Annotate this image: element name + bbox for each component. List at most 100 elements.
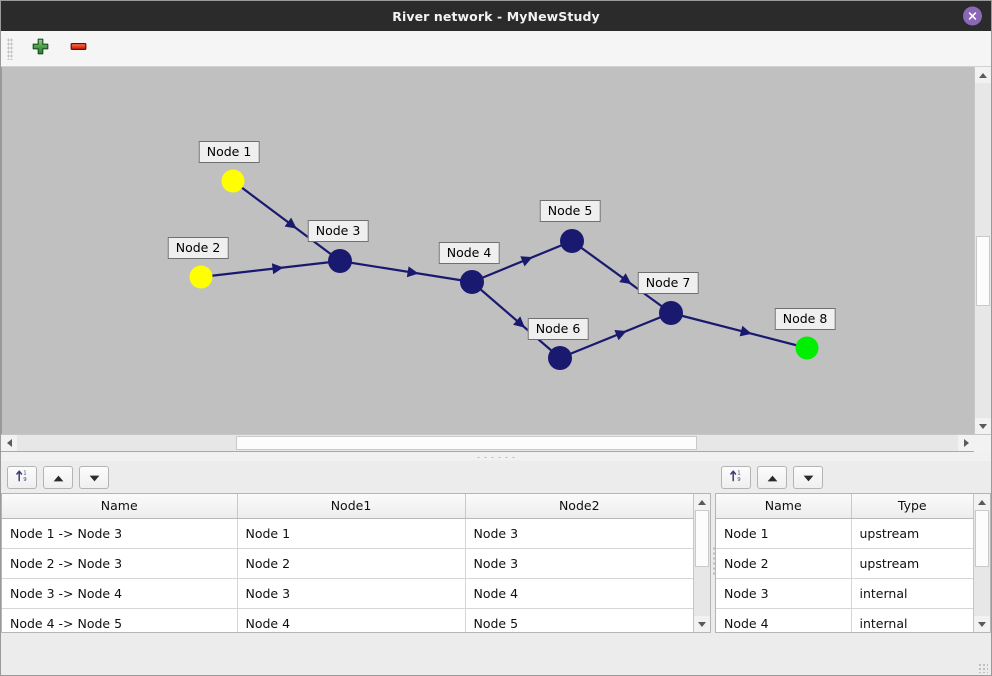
graph-vscroll-track[interactable]: [975, 83, 991, 418]
graph-node-label-node1[interactable]: Node 1: [198, 141, 260, 163]
page-title: River network - MyNewStudy: [392, 8, 600, 24]
graph-node-node6[interactable]: [548, 346, 572, 370]
graph-node-node2[interactable]: [189, 265, 213, 289]
graph-vertical-scrollbar[interactable]: [974, 67, 991, 434]
remove-node-icon: [70, 38, 87, 59]
column-header-name[interactable]: Name: [716, 494, 852, 519]
branches-vertical-scrollbar[interactable]: [693, 494, 710, 632]
nodes-sort-button[interactable]: 1 9: [721, 465, 751, 489]
sort-icon: 1 9: [729, 468, 744, 487]
scroll-down-icon[interactable]: [975, 418, 991, 434]
graph-node-node4[interactable]: [460, 270, 484, 294]
graph-node-label-node7[interactable]: Node 7: [637, 272, 699, 294]
add-node-button[interactable]: [27, 36, 53, 62]
branches-move-down-button[interactable]: [79, 465, 109, 489]
svg-text:1: 1: [737, 470, 740, 476]
graph-horizontal-scrollbar[interactable]: [1, 434, 991, 452]
table-cell[interactable]: Node 3 -> Node 4: [2, 578, 238, 609]
remove-node-button[interactable]: [65, 36, 91, 62]
table-cell[interactable]: Node 3: [465, 518, 693, 549]
nodes-scroll-up-icon[interactable]: [974, 494, 990, 510]
nodes-vscroll-track[interactable]: [974, 510, 990, 616]
graph-node-label-node3[interactable]: Node 3: [307, 220, 369, 242]
graph-node-label-node5[interactable]: Node 5: [539, 200, 601, 222]
nodes-move-up-button[interactable]: [757, 465, 787, 489]
branches-scroll-up-icon[interactable]: [694, 494, 710, 510]
move-down-icon: [88, 468, 101, 487]
branches-vscroll-thumb[interactable]: [695, 510, 709, 567]
scroll-left-icon[interactable]: [1, 435, 17, 451]
graph-node-label-node6[interactable]: Node 6: [527, 318, 589, 340]
graph-node-node7[interactable]: [659, 301, 683, 325]
graph-node-node1[interactable]: [221, 169, 245, 193]
table-cell[interactable]: Node 4: [237, 608, 466, 632]
graph-node-node3[interactable]: [328, 249, 352, 273]
table-cell[interactable]: internal: [851, 608, 973, 632]
table-cell[interactable]: internal: [851, 578, 973, 609]
scroll-up-icon[interactable]: [975, 67, 991, 83]
graph-node-node8[interactable]: [795, 336, 819, 360]
graph-hscroll-track[interactable]: [17, 435, 958, 451]
graph-node-label-node2[interactable]: Node 2: [167, 237, 229, 259]
column-header-name[interactable]: Name: [2, 494, 238, 519]
title-bar: River network - MyNewStudy: [1, 1, 991, 31]
graph-edge: [559, 311, 672, 360]
table-cell[interactable]: Node 1: [716, 518, 852, 549]
table-cell[interactable]: Node 4: [465, 578, 693, 609]
graph-hscroll-thumb[interactable]: [236, 436, 697, 450]
window-resize-grip[interactable]: [978, 663, 988, 673]
table-cell[interactable]: Node 1: [237, 518, 466, 549]
table-cell[interactable]: Node 3: [237, 578, 466, 609]
scroll-corner: [974, 435, 991, 452]
table-cell[interactable]: upstream: [851, 548, 973, 579]
vertical-splitter[interactable]: [711, 461, 715, 661]
column-header-node2[interactable]: Node2: [465, 494, 693, 519]
nodes-pane-footer: [715, 633, 991, 661]
nodes-move-down-button[interactable]: [793, 465, 823, 489]
graph-edge-arrow-icon: [513, 316, 525, 328]
graph-node-label-node8[interactable]: Node 8: [774, 308, 836, 330]
horizontal-splitter[interactable]: [1, 451, 991, 461]
branches-vscroll-track[interactable]: [694, 510, 710, 616]
table-cell[interactable]: Node 4 -> Node 5: [2, 608, 238, 632]
branches-sort-button[interactable]: 1 9: [7, 465, 37, 489]
table-cell[interactable]: Node 2 -> Node 3: [2, 548, 238, 579]
graph-node-node5[interactable]: [560, 229, 584, 253]
branches-move-up-button[interactable]: [43, 465, 73, 489]
branches-scroll-down-icon[interactable]: [694, 616, 710, 632]
nodes-scroll-down-icon[interactable]: [974, 616, 990, 632]
nodes-vscroll-thumb[interactable]: [975, 510, 989, 567]
close-icon[interactable]: [963, 6, 982, 26]
table-cell[interactable]: Node 1 -> Node 3: [2, 518, 238, 549]
table-cell[interactable]: Node 3: [465, 548, 693, 579]
column-header-node1[interactable]: Node1: [237, 494, 466, 519]
graph-node-label-node4[interactable]: Node 4: [438, 242, 500, 264]
table-cell[interactable]: Node 4: [716, 608, 852, 632]
graph-vscroll-thumb[interactable]: [976, 236, 990, 306]
table-cell[interactable]: Node 3: [716, 578, 852, 609]
graph-edge: [571, 240, 672, 314]
column-header-type[interactable]: Type: [851, 494, 973, 519]
splitter-grip: [475, 454, 517, 459]
river-network-canvas[interactable]: Node 1 Node 2 Node 3 Node 4 Node 5 Node 6 Node…: [1, 67, 974, 434]
vertical-splitter-grip: [711, 546, 715, 576]
table-cell[interactable]: Node 5: [465, 608, 693, 632]
table-cell[interactable]: Node 2: [716, 548, 852, 579]
scroll-right-icon[interactable]: [958, 435, 974, 451]
toolbar-drag-handle[interactable]: [7, 37, 13, 60]
table-cell[interactable]: upstream: [851, 518, 973, 549]
table-cell[interactable]: Node 2: [237, 548, 466, 579]
nodes-vertical-scrollbar[interactable]: [973, 494, 990, 632]
